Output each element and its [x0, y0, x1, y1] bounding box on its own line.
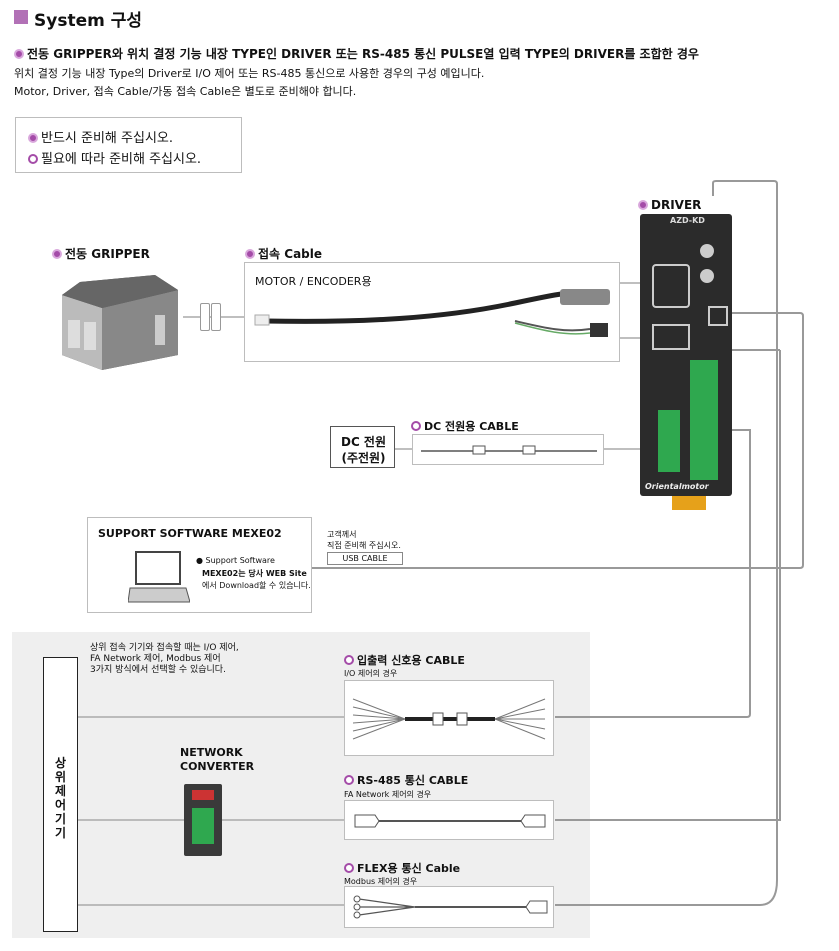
connect-cable-sub: MOTOR / ENCODER용: [255, 275, 372, 288]
connect-cable-label-text: 접속 Cable: [258, 247, 323, 261]
rs485-cable-sub: FA Network 제어의 경우: [344, 790, 432, 799]
converter-terminal: [192, 808, 214, 844]
optional-dot-icon: [411, 421, 421, 431]
required-dot-icon: [638, 200, 648, 210]
required-dot-icon: [14, 49, 24, 59]
dc-cable-label: DC 전원용 CABLE: [411, 418, 519, 434]
usb-note-2: 직접 준비해 주십시오.: [327, 541, 401, 550]
brand: Orientalmotor: [645, 482, 709, 491]
driver-image: AZD-KD Orientalmotor: [640, 214, 732, 496]
io-cable-sub: I/O 제어의 경우: [344, 669, 398, 678]
upper-device-char: 상: [54, 756, 67, 770]
subtitle-text: 전동 GRIPPER와 위치 결정 기능 내장 TYPE인 DRIVER 또는 …: [27, 47, 699, 61]
io-cable-drawing: [352, 698, 546, 740]
optional-dot-icon: [344, 863, 354, 873]
upper-device-char: 기: [54, 826, 67, 840]
flex-cable-label-text: FLEX용 통신 Cable: [357, 862, 461, 875]
usb-note-1: 고객께서: [327, 530, 357, 539]
motor-cable-drawing: [254, 289, 610, 337]
dc-power-line2: (주전원): [341, 451, 386, 465]
dc-cable-label-text: DC 전원용 CABLE: [424, 420, 519, 433]
flex-cable-box: [344, 886, 554, 928]
wire-flex: [555, 180, 778, 906]
optional-dot-icon: [344, 655, 354, 665]
upper-device-char: 기: [54, 812, 67, 826]
connect-cable-label: 접속 Cable: [245, 245, 322, 262]
support-bullet-2: MEXE02는 당사 WEB Site: [202, 569, 307, 578]
upper-device-char: 위: [54, 770, 67, 784]
laptop-icon: [128, 551, 190, 603]
driver-label-text: DRIVER: [651, 198, 702, 212]
gripper-label-text: 전동 GRIPPER: [65, 247, 150, 261]
required-dot-icon: [28, 133, 38, 143]
required-dot-icon: [245, 249, 255, 259]
din-clip: [672, 496, 706, 510]
rs485-cable-drawing: [354, 814, 546, 828]
rs485-cable-label: RS-485 통신 CABLE: [344, 772, 468, 788]
power-terminal: [658, 410, 680, 472]
legend-optional-text: 필요에 따라 준비해 주십시오.: [41, 152, 202, 167]
usb-cable-label: USB CABLE: [327, 552, 403, 565]
gripper-connector-b: [211, 303, 221, 331]
page-title: System 구성: [34, 11, 143, 31]
required-dot-icon: [52, 249, 62, 259]
upper-device-char: 어: [54, 798, 67, 812]
support-bullet-1: ● Support Software: [196, 556, 275, 565]
upper-device-char: 제: [54, 784, 67, 798]
usb-port: [708, 306, 728, 326]
support-box: SUPPORT SOFTWARE MEXE02 ● Support Softwa…: [87, 517, 312, 613]
optional-dot-icon: [28, 154, 38, 164]
upper-note-3: 3가지 방식에서 선택할 수 있습니다.: [90, 665, 226, 675]
connect-cable-box: MOTOR / ENCODER용: [244, 262, 620, 362]
legend-optional: 필요에 따라 준비해 주십시오.: [28, 148, 201, 167]
rs485-cable-box: [344, 800, 554, 840]
dc-cable-drawing: [421, 445, 597, 455]
wire-rs485: [555, 350, 781, 821]
encoder-port: [652, 324, 690, 350]
driver-model: AZD-KD: [670, 216, 705, 225]
gripper-image: [60, 270, 180, 375]
support-title: SUPPORT SOFTWARE MEXE02: [98, 527, 282, 540]
upper-device-label: 상 위 제 어 기 기: [44, 756, 77, 840]
upper-note-2: FA Network 제어, Modbus 제어: [90, 654, 221, 664]
legend-required: 반드시 준비해 주십시오.: [28, 127, 173, 146]
gripper-drawing: [62, 275, 178, 370]
motor-port: [652, 264, 690, 308]
support-bullet-3: 에서 Download할 수 있습니다.: [202, 581, 311, 590]
io-cable-label: 입출력 신호용 CABLE: [344, 652, 465, 668]
network-converter-image: [184, 784, 222, 856]
dial-1: [700, 244, 714, 258]
gripper-connector-a: [200, 303, 210, 331]
upper-device-box: 상 위 제 어 기 기: [43, 657, 78, 932]
legend-box: 반드시 준비해 주십시오. 필요에 따라 준비해 주십시오.: [15, 117, 242, 173]
rs485-cable-label-text: RS-485 통신 CABLE: [357, 774, 469, 787]
flex-cable-sub: Modbus 제어의 경우: [344, 877, 418, 886]
driver-label: DRIVER: [638, 198, 701, 212]
gripper-label: 전동 GRIPPER: [52, 245, 150, 262]
flex-cable-drawing: [353, 895, 548, 919]
title-marker: [14, 10, 28, 24]
io-cable-label-text: 입출력 신호용 CABLE: [357, 654, 465, 667]
legend-required-text: 반드시 준비해 주십시오.: [41, 131, 173, 146]
description-line-2: Motor, Driver, 접속 Cable/가동 접속 Cable은 별도로…: [14, 85, 357, 98]
upper-note-1: 상위 접속 기기와 접속할 때는 I/O 제어,: [90, 643, 239, 653]
io-cable-box: [344, 680, 554, 756]
description-line-1: 위치 결정 기능 내장 Type의 Driver로 I/O 제어 또는 RS-4…: [14, 67, 485, 80]
converter-line-2: CONVERTER: [180, 760, 255, 773]
wire-io: [555, 429, 751, 718]
dc-power-line1: DC 전원: [340, 435, 387, 449]
dc-power-box: DC 전원 (주전원): [330, 426, 395, 468]
dial-2: [700, 269, 714, 283]
subtitle: 전동 GRIPPER와 위치 결정 기능 내장 TYPE인 DRIVER 또는 …: [14, 45, 699, 62]
converter-line-1: NETWORK: [180, 746, 243, 759]
dc-cable-box: [412, 434, 604, 465]
converter-display: [192, 790, 214, 800]
wire-usb: [312, 312, 804, 569]
optional-dot-icon: [344, 775, 354, 785]
flex-cable-label: FLEX용 통신 Cable: [344, 860, 460, 876]
io-terminal: [690, 360, 718, 480]
